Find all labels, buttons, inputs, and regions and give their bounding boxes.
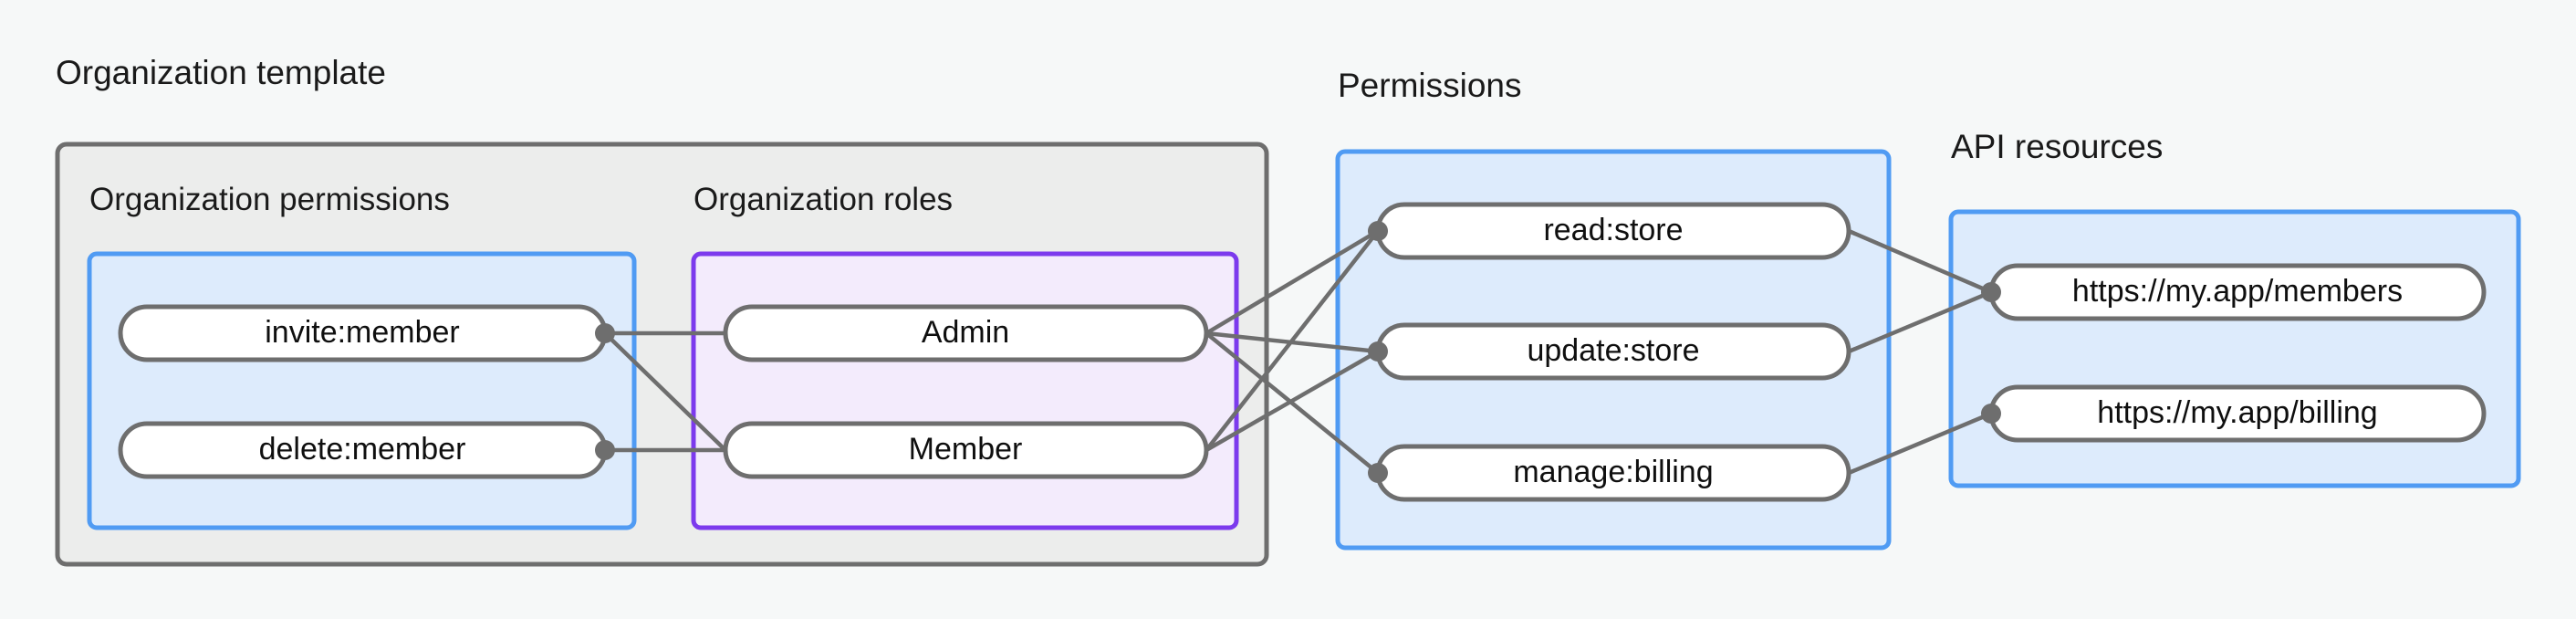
edge-member-to-update-store xyxy=(1205,350,1380,452)
node-update-store-label: update:store xyxy=(1527,333,1699,368)
connector-dot-read-store xyxy=(1368,221,1388,241)
edge-admin-to-read-store xyxy=(1205,229,1380,335)
node-delete-member[interactable]: delete:member xyxy=(118,421,608,479)
node-invite-member-label: invite:member xyxy=(265,315,460,350)
edge-layer xyxy=(603,228,1992,476)
node-admin-label: Admin xyxy=(922,315,1009,350)
edge-invite-member-to-member xyxy=(603,331,727,452)
edge-read-store-to-members-resource xyxy=(1848,228,1992,295)
edge-update-store-to-members-resource xyxy=(1848,289,1992,354)
connector-dot-invite-member xyxy=(595,323,615,343)
api-resources-group xyxy=(1948,209,2521,488)
connector-dot-update-store xyxy=(1368,341,1388,362)
node-members-resource[interactable]: https://my.app/members xyxy=(1988,263,2487,321)
node-manage-billing[interactable]: manage:billing xyxy=(1375,444,1851,502)
node-billing-resource-label: https://my.app/billing xyxy=(2097,395,2377,430)
organization-roles-title: Organization roles xyxy=(694,182,953,217)
organization-permissions-group xyxy=(87,251,637,530)
node-billing-resource[interactable]: https://my.app/billing xyxy=(1988,384,2487,443)
connector-dot-billing-resource xyxy=(1981,404,2001,424)
organization-template-title: Organization template xyxy=(56,54,386,91)
node-member[interactable]: Member xyxy=(723,421,1209,479)
organization-roles-group xyxy=(691,251,1239,530)
node-member-label: Member xyxy=(909,432,1023,467)
node-member-shape[interactable] xyxy=(723,421,1209,479)
node-delete-member-label: delete:member xyxy=(259,432,466,467)
node-read-store-label: read:store xyxy=(1543,213,1683,247)
permissions-title: Permissions xyxy=(1338,67,1522,104)
connector-dot-layer xyxy=(595,221,2001,483)
node-admin[interactable]: Admin xyxy=(723,304,1209,362)
node-admin-shape[interactable] xyxy=(723,304,1209,362)
connector-dot-members-resource xyxy=(1981,282,2001,302)
api-resources-title: API resources xyxy=(1951,128,2163,165)
node-manage-billing-label: manage:billing xyxy=(1513,455,1713,489)
organization-permissions-title: Organization permissions xyxy=(89,182,450,217)
connector-dot-delete-member xyxy=(595,440,615,460)
node-invite-member[interactable]: invite:member xyxy=(118,304,608,362)
node-members-resource-label: https://my.app/members xyxy=(2072,274,2403,309)
edge-member-to-read-store xyxy=(1205,229,1380,452)
node-update-store[interactable]: update:store xyxy=(1375,322,1851,381)
edge-manage-billing-to-billing-resource xyxy=(1848,411,1992,476)
node-read-store[interactable]: read:store xyxy=(1375,202,1851,260)
connector-dot-manage-billing xyxy=(1368,463,1388,483)
